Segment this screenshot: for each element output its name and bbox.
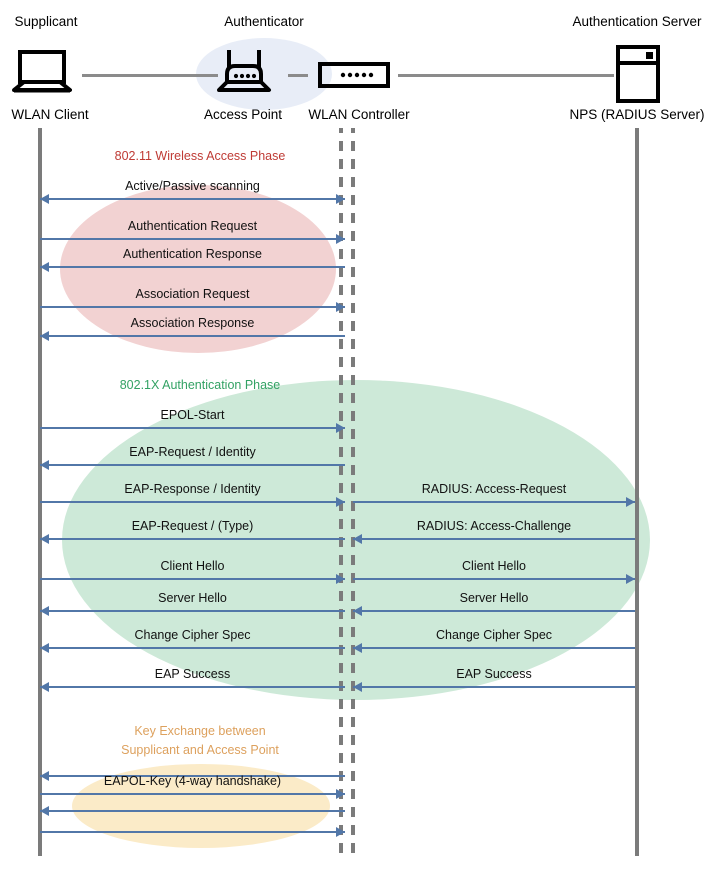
message-label-left-change-cipher-spec: Change Cipher Spec bbox=[134, 628, 251, 642]
message-label-left-association-request: Association Request bbox=[135, 287, 250, 301]
arrowhead-left-left-active-passive-scanning bbox=[40, 194, 49, 204]
actor-role-authentication-server: Authentication Server bbox=[572, 14, 702, 29]
message-line-left-authentication-response bbox=[40, 266, 345, 268]
message-line-left-client-hello bbox=[40, 578, 345, 580]
arrowhead-left-left-eap-request-type bbox=[40, 534, 49, 544]
wireless-router-icon bbox=[215, 48, 273, 101]
message-label-right-change-cipher-spec: Change Cipher Spec bbox=[435, 628, 553, 642]
arrowhead-left-right-server-hello bbox=[353, 606, 362, 616]
actor-name-wlan-controller: WLAN Controller bbox=[308, 107, 410, 122]
wlan-controller-icon bbox=[318, 62, 390, 93]
lifeline-supplicant bbox=[38, 128, 42, 856]
phase-label-key-exchange-line1: Key Exchange between bbox=[134, 724, 266, 738]
arrowhead-left-left-change-cipher-spec bbox=[40, 643, 49, 653]
wire-client-to-ap bbox=[82, 74, 218, 77]
arrowhead-left-left-server-hello bbox=[40, 606, 49, 616]
message-line-left-unlabeled bbox=[40, 810, 345, 812]
message-label-left-eap-response-identity: EAP-Response / Identity bbox=[124, 482, 261, 496]
arrowhead-left-left-eap-success bbox=[40, 682, 49, 692]
message-line-left-eap-success bbox=[40, 686, 345, 688]
actor-role-authenticator: Authenticator bbox=[224, 14, 304, 29]
message-line-left-unlabeled bbox=[40, 775, 345, 777]
message-label-left-epol-start: EPOL-Start bbox=[160, 408, 225, 422]
message-line-right-client-hello bbox=[353, 578, 635, 580]
message-label-right-radius-access-request: RADIUS: Access-Request bbox=[421, 482, 567, 496]
arrowhead-left-right-radius-access-challenge bbox=[353, 534, 362, 544]
message-label-left-active-passive-scanning: Active/Passive scanning bbox=[125, 179, 260, 193]
arrowhead-left-left-authentication-response bbox=[40, 262, 49, 272]
message-label-left-eapol-key-4-way-handshake: EAPOL-Key (4-way handshake) bbox=[103, 774, 282, 788]
arrowhead-right-left-unlabeled bbox=[336, 827, 345, 837]
arrowhead-left-left-unlabeled bbox=[40, 771, 49, 781]
arrowhead-left-left-eap-request-identity bbox=[40, 460, 49, 470]
phase-blob-80211 bbox=[60, 185, 336, 353]
phase-blob-key-exchange bbox=[72, 764, 330, 848]
phase-label-80211: 802.11 Wireless Access Phase bbox=[114, 149, 286, 163]
message-label-left-eap-request-identity: EAP-Request / Identity bbox=[129, 445, 256, 459]
message-label-right-eap-success: EAP Success bbox=[456, 667, 532, 681]
arrowhead-right-right-radius-access-request bbox=[626, 497, 635, 507]
message-label-left-authentication-response: Authentication Response bbox=[123, 247, 262, 261]
message-line-right-radius-access-challenge bbox=[353, 538, 635, 540]
message-label-left-eap-success: EAP Success bbox=[154, 667, 231, 681]
arrowhead-right-left-active-passive-scanning bbox=[336, 194, 345, 204]
actor-name-access-point: Access Point bbox=[203, 107, 283, 122]
message-line-right-eap-success bbox=[353, 686, 635, 688]
lifeline-access-point bbox=[339, 128, 343, 856]
message-label-left-eap-request-type: EAP-Request / (Type) bbox=[131, 519, 254, 533]
arrowhead-left-right-eap-success bbox=[353, 682, 362, 692]
arrowhead-left-left-unlabeled bbox=[40, 806, 49, 816]
message-label-right-client-hello: Client Hello bbox=[462, 559, 526, 573]
message-line-left-eap-request-identity bbox=[40, 464, 345, 466]
lifeline-wlan-controller bbox=[351, 128, 355, 856]
message-label-right-radius-access-challenge: RADIUS: Access-Challenge bbox=[416, 519, 572, 533]
message-line-right-server-hello bbox=[353, 610, 635, 612]
message-line-left-eap-request-type bbox=[40, 538, 345, 540]
arrowhead-right-left-eap-response-identity bbox=[336, 497, 345, 507]
lifeline-authentication-server bbox=[635, 128, 639, 856]
message-line-left-authentication-request bbox=[40, 238, 345, 240]
message-line-left-change-cipher-spec bbox=[40, 647, 345, 649]
wire-ap-to-controller bbox=[288, 74, 308, 77]
message-line-right-change-cipher-spec bbox=[353, 647, 635, 649]
message-label-left-association-response: Association Response bbox=[130, 316, 255, 330]
server-icon bbox=[615, 45, 661, 108]
phase-label-key-exchange: Key Exchange between Supplicant and Acce… bbox=[60, 722, 340, 760]
phase-label-key-exchange-line2: Supplicant and Access Point bbox=[121, 743, 279, 757]
message-line-left-eap-response-identity bbox=[40, 501, 345, 503]
actor-role-supplicant: Supplicant bbox=[14, 14, 78, 29]
authenticator-grouping-blob bbox=[196, 38, 332, 110]
message-line-left-unlabeled bbox=[40, 831, 345, 833]
actor-name-wlan-client: WLAN Client bbox=[11, 107, 89, 122]
message-line-left-eapol-key-4-way-handshake bbox=[40, 793, 345, 795]
arrowhead-right-left-association-request bbox=[336, 302, 345, 312]
message-label-left-authentication-request: Authentication Request bbox=[127, 219, 258, 233]
arrowhead-right-right-client-hello bbox=[626, 574, 635, 584]
message-line-left-server-hello bbox=[40, 610, 345, 612]
message-line-right-radius-access-request bbox=[353, 501, 635, 503]
arrowhead-left-left-association-response bbox=[40, 331, 49, 341]
message-label-left-server-hello: Server Hello bbox=[158, 591, 227, 605]
arrowhead-left-right-change-cipher-spec bbox=[353, 643, 362, 653]
arrowhead-right-left-authentication-request bbox=[336, 234, 345, 244]
arrowhead-right-left-epol-start bbox=[336, 423, 345, 433]
laptop-icon bbox=[12, 50, 72, 99]
message-line-left-active-passive-scanning bbox=[40, 198, 345, 200]
phase-label-8021x: 802.1X Authentication Phase bbox=[119, 378, 281, 392]
message-line-left-association-request bbox=[40, 306, 345, 308]
message-line-left-epol-start bbox=[40, 427, 345, 429]
message-label-right-server-hello: Server Hello bbox=[459, 591, 529, 605]
message-label-left-client-hello: Client Hello bbox=[160, 559, 225, 573]
message-line-left-association-response bbox=[40, 335, 345, 337]
actor-name-nps-radius-server: NPS (RADIUS Server) bbox=[569, 107, 705, 122]
arrowhead-right-left-eapol-key-4-way-handshake bbox=[336, 789, 345, 799]
wire-controller-to-server bbox=[398, 74, 614, 77]
arrowhead-right-left-client-hello bbox=[336, 574, 345, 584]
